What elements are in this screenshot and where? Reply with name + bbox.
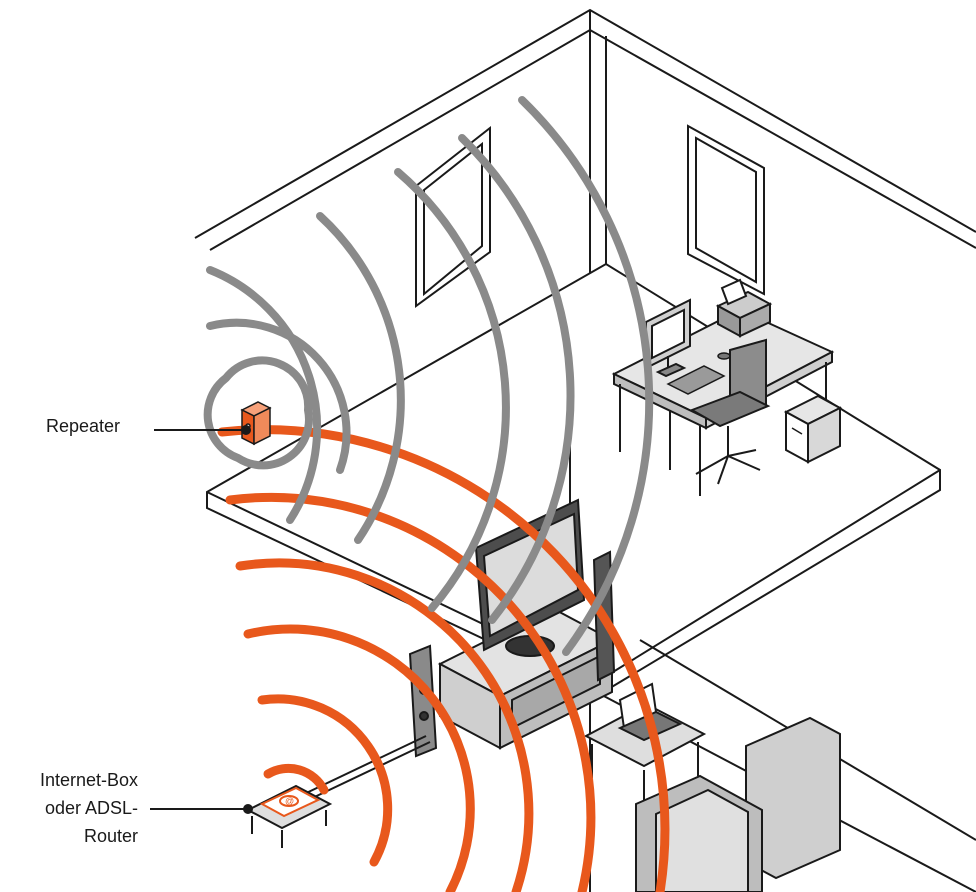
window-left	[415, 125, 491, 308]
router-label-line-3: Router	[83, 826, 138, 846]
repeater-signal-waves	[203, 96, 654, 656]
callout-lines	[150, 425, 253, 814]
printer-icon	[715, 278, 773, 338]
router-label: Internet-Box oder ADSL- Router	[8, 766, 138, 850]
repeater-label: Repeater	[46, 416, 121, 436]
pc-tower-icon	[783, 394, 843, 464]
router-icon: @	[259, 786, 321, 818]
office-chair-icon	[689, 338, 771, 485]
svg-text:@: @	[285, 796, 294, 806]
router-label-line-2: oder ADSL-	[44, 798, 138, 818]
repeater-icon	[240, 401, 272, 446]
router-label-line-1: Internet-Box	[39, 770, 138, 790]
window-right	[687, 124, 765, 296]
